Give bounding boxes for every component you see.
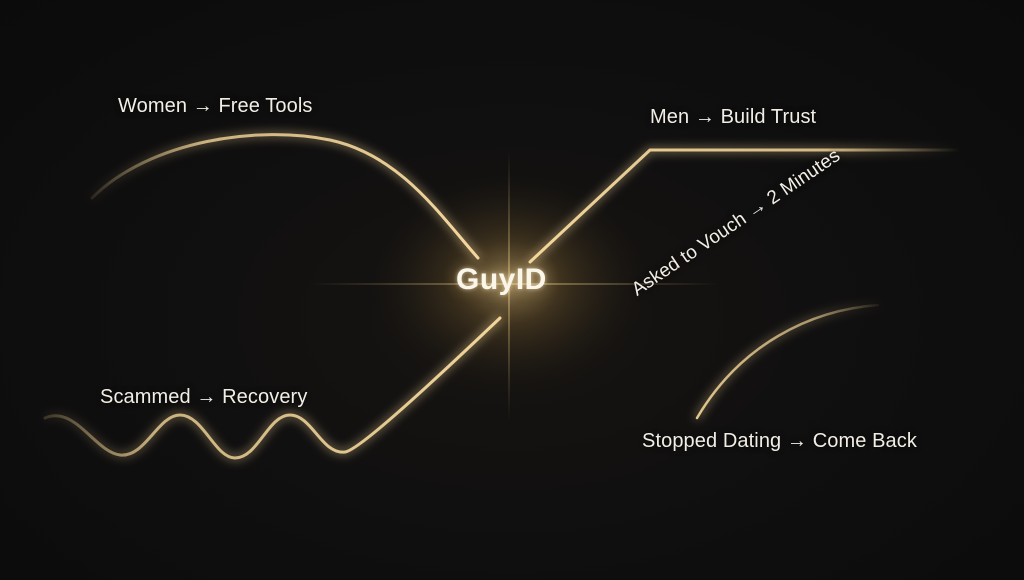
men-label: Men → Build Trust xyxy=(650,106,817,128)
center-glow xyxy=(360,162,660,402)
men-path xyxy=(528,148,962,264)
stopped-dating-path xyxy=(695,303,880,420)
guyid-title: GuyID xyxy=(456,263,547,296)
stopped-dating-label: Stopped Dating → Come Back xyxy=(642,430,917,452)
women-path xyxy=(90,133,480,260)
scammed-path xyxy=(43,316,502,460)
women-label: Women → Free Tools xyxy=(118,95,313,117)
scammed-label: Scammed → Recovery xyxy=(100,386,308,408)
